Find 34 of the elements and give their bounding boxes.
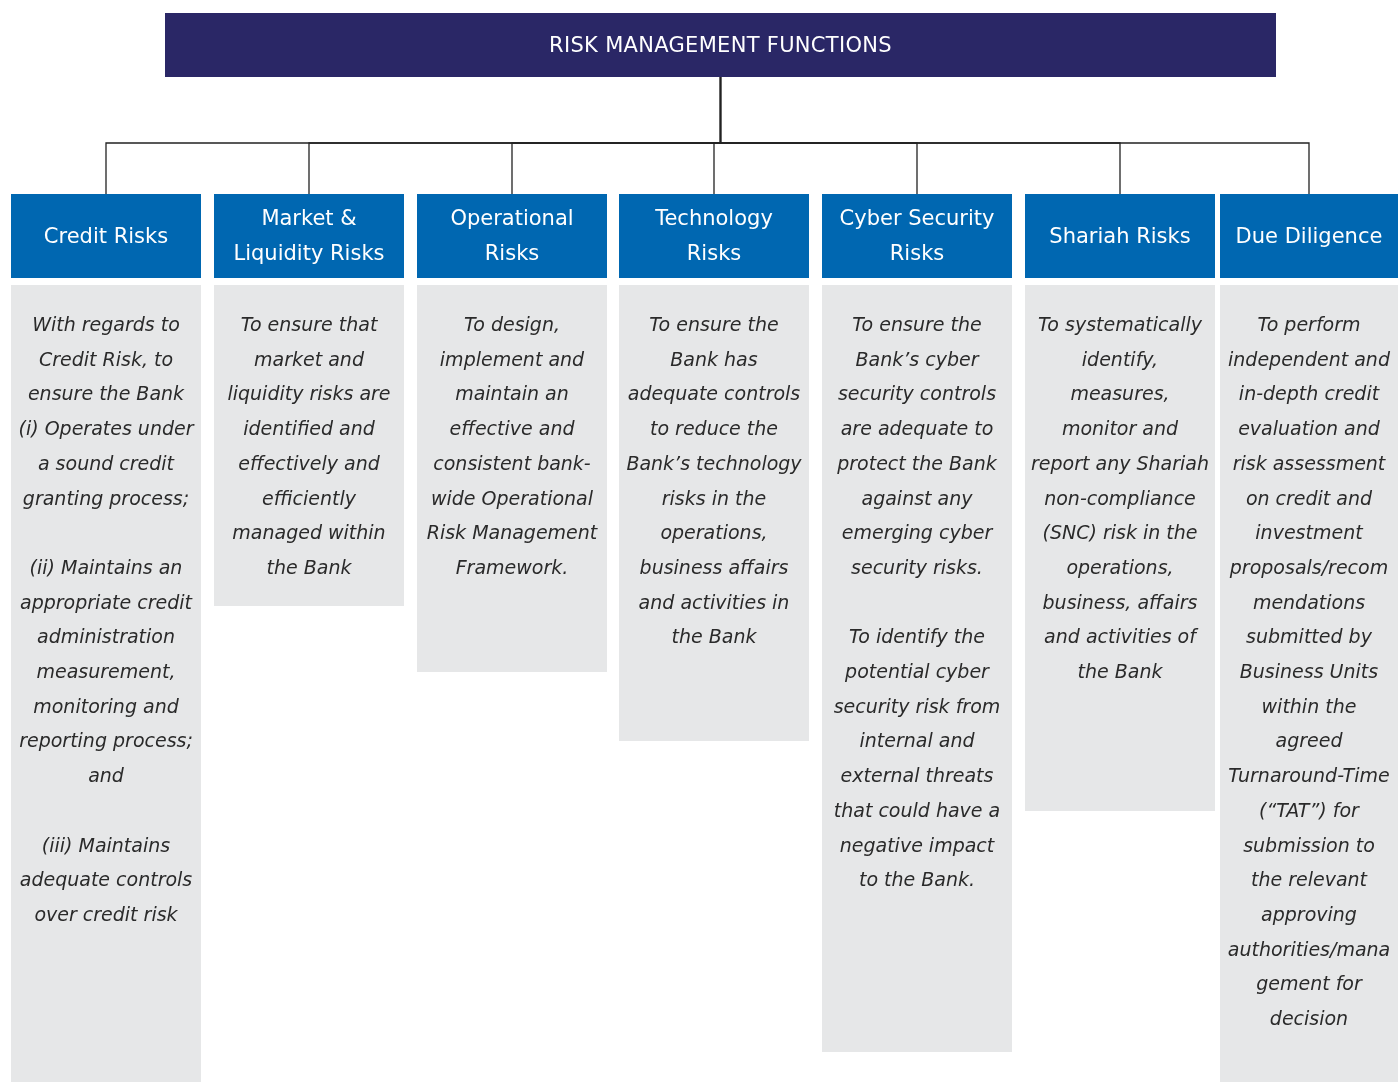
category-header (822, 194, 1012, 278)
description-text: To design, implement and maintain an effective and consistent bank-wide Operational Risk Management Framework. (425, 312, 599, 580)
title-bar (165, 13, 1276, 77)
description-text: (iii) Maintains adequate controls over credit risk (18, 832, 194, 927)
description-panel (619, 285, 809, 741)
description-panel (417, 285, 607, 672)
description-text: To perform independent and in-depth credit evaluation and risk assessment on credit and investment proposals/recommendations submitted by Business Units within the agreed Turnaround-Time (“TAT”) for submission to the relevant approving authorities/management for decision (1226, 312, 1392, 1032)
description-panel (1025, 285, 1215, 811)
description-text: (ii) Maintains an appropriate credit administration measurement, monitoring and reporting process; and (18, 554, 194, 789)
header-text: Shariah Risks (1049, 222, 1191, 250)
category-header (214, 194, 404, 278)
category-header (619, 194, 809, 278)
header-text: Credit Risks (43, 222, 169, 250)
description-panel (214, 285, 404, 606)
header-text: Due Diligence (1235, 222, 1383, 250)
category-header (11, 194, 201, 278)
category-header (1220, 194, 1398, 278)
header-text: Cyber Security Risks (838, 205, 996, 267)
description-panel (1220, 285, 1398, 1082)
description-text: To ensure the Bank has adequate controls to reduce the Bank’s technology risks in the operations, business affairs and activities in the Bank (625, 312, 803, 650)
category-header (1025, 194, 1215, 278)
description-panel (822, 285, 1012, 1052)
header-text: Operational Risks (449, 205, 575, 267)
description-text: With regards to Credit Risk, to ensure the Bank (i) Operates under a sound credit granting process; (17, 312, 195, 511)
title-text: RISK MANAGEMENT FUNCTIONS (549, 33, 892, 57)
description-text: To identify the potential cyber security risk from internal and external threats that could have a negative impact to the Bank. (832, 624, 1002, 893)
header-text: Technology Risks (654, 205, 774, 267)
description-text: To ensure the Bank’s cyber security controls are adequate to protect the Bank against any emerging cyber security risks. (836, 312, 998, 580)
description-text: To ensure that market and liquidity risks are identified and effectively and efficiently managed within the Bank (226, 312, 392, 580)
connector-line (719, 76, 1310, 195)
category-header (417, 194, 607, 278)
description-text: To systematically identify, measures, monitor and report any Shariah non-compliance (SNC) risk in the operations, business, affairs and activities of the Bank (1031, 312, 1209, 685)
header-text: Market & Liquidity Risks (232, 205, 386, 267)
description-panel (11, 285, 201, 1082)
